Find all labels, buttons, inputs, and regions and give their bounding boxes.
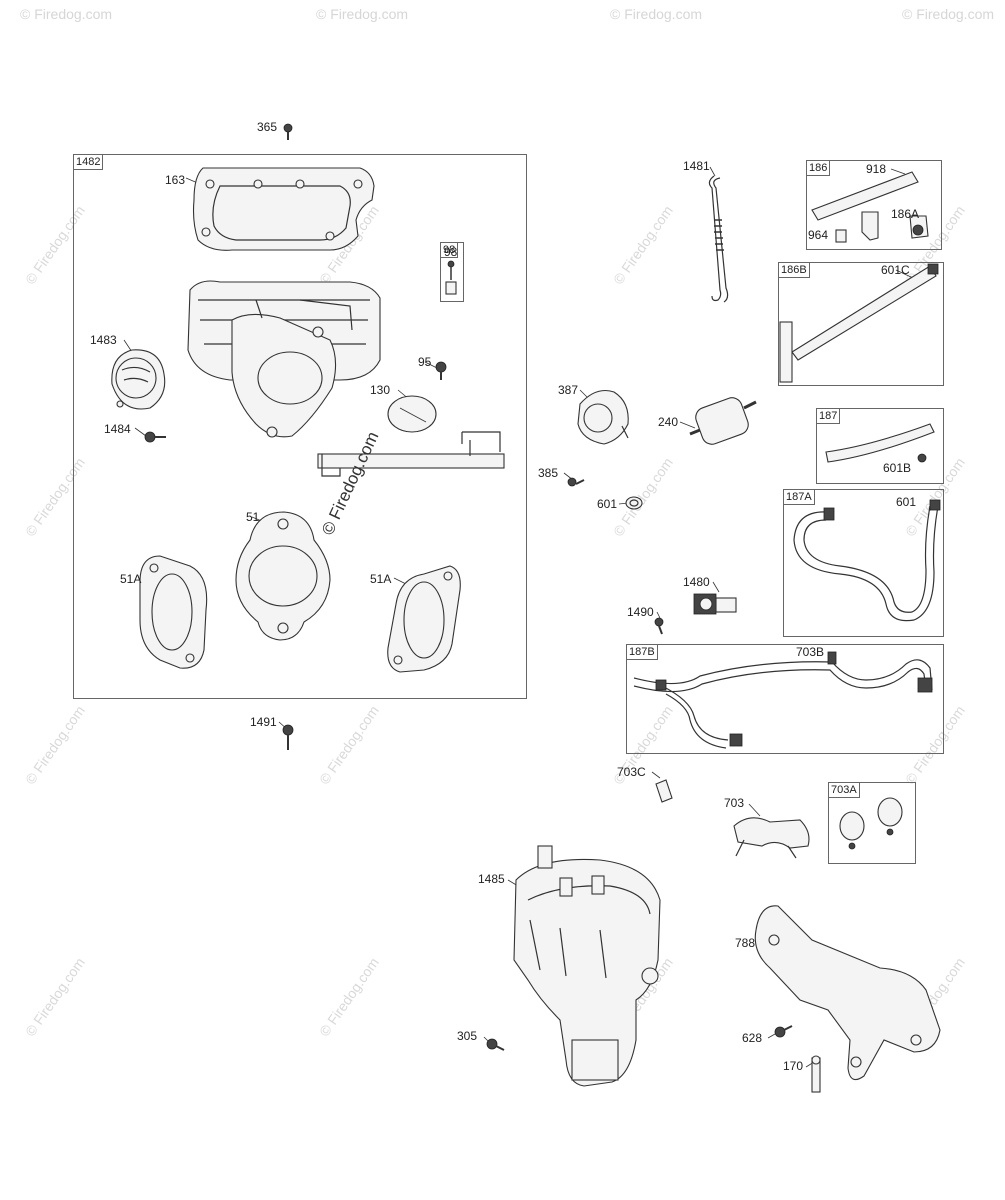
callout-51: 51 — [246, 510, 260, 524]
hose-187b — [633, 651, 933, 749]
box-703a: 703A — [828, 782, 916, 864]
gasket-51a-right — [387, 565, 461, 673]
fitting-186a — [861, 211, 929, 241]
box-label-187: 187 — [816, 408, 841, 424]
fuel-pump-387 — [577, 389, 629, 445]
screw-95 — [435, 361, 447, 380]
callout-305: 305 — [457, 1029, 478, 1043]
screw-628 — [774, 1025, 793, 1038]
watermark: © Firedog.com — [20, 6, 113, 22]
fuel-filter-240 — [689, 397, 757, 445]
hose-918 — [811, 171, 919, 221]
callout-51a-right: 51A — [370, 572, 392, 586]
box-186b: 186B — [778, 262, 944, 386]
gasket-51a-left — [139, 555, 208, 669]
callout-1480: 1480 — [683, 575, 710, 589]
callout-1483: 1483 — [90, 333, 117, 347]
callout-385: 385 — [538, 466, 559, 480]
watermark: © Firedog.com — [902, 6, 995, 22]
callout-1490: 1490 — [627, 605, 654, 619]
callout-601-hose: 601 — [896, 495, 917, 509]
callout-240: 240 — [658, 415, 679, 429]
callout-703: 703 — [724, 796, 745, 810]
box-98: 98 — [440, 242, 464, 302]
clip-964 — [835, 229, 847, 243]
box-1482: 1482 — [73, 154, 527, 699]
clamps-703a — [839, 797, 903, 850]
screw-365 — [283, 123, 293, 140]
box-label-703a: 703A — [828, 782, 860, 798]
clamp-601 — [625, 496, 643, 510]
callout-601c: 601C — [881, 263, 910, 277]
callout-387: 387 — [558, 383, 579, 397]
callout-186a: 186A — [891, 207, 920, 221]
box-label-186b: 186B — [778, 262, 810, 278]
box-186: 186 — [806, 160, 942, 250]
hose-187a — [793, 499, 941, 622]
box-187b: 187B — [626, 644, 944, 754]
callout-788: 788 — [735, 936, 756, 950]
bracket-788 — [754, 905, 941, 1081]
gasket-163 — [192, 167, 375, 251]
part-98 — [445, 260, 457, 295]
callout-51a-left: 51A — [120, 572, 142, 586]
box-label-187a: 187A — [783, 489, 815, 505]
callout-628: 628 — [742, 1031, 763, 1045]
screw-1491 — [282, 724, 294, 750]
box-label-187b: 187B — [626, 644, 658, 660]
callout-1484: 1484 — [104, 422, 131, 436]
hose-187 — [825, 423, 935, 463]
callout-601-clamp: 601 — [597, 497, 618, 511]
callout-1491: 1491 — [250, 715, 277, 729]
screw-1490 — [654, 617, 664, 635]
box-187a: 187A — [783, 489, 944, 637]
bracket-703 — [733, 817, 810, 859]
cap-1483 — [111, 349, 166, 410]
callout-1485: 1485 — [478, 872, 505, 886]
screw-305 — [486, 1038, 505, 1051]
callout-964: 964 — [808, 228, 829, 242]
callout-703b: 703B — [796, 645, 825, 659]
valve-1480 — [693, 593, 737, 615]
fuel-tank-1485 — [513, 845, 661, 1087]
hose-601c — [779, 263, 939, 383]
callout-130: 130 — [370, 383, 391, 397]
watermark: © Firedog.com — [610, 6, 703, 22]
callout-365: 365 — [257, 120, 278, 134]
callout-703c: 703C — [617, 765, 646, 779]
callout-601b: 601B — [883, 461, 912, 475]
callout-98: 98 — [444, 245, 458, 259]
box-label-186: 186 — [806, 160, 831, 176]
throttle-shaft — [317, 431, 505, 477]
carburetor-body — [187, 280, 381, 438]
disc-130 — [387, 395, 437, 433]
callout-918: 918 — [866, 162, 887, 176]
box-187: 187 — [816, 408, 944, 484]
screw-1484 — [144, 431, 166, 443]
callout-170: 170 — [783, 1059, 804, 1073]
box-label-98: 98 — [440, 242, 459, 258]
screw-385 — [567, 477, 585, 487]
gasket-51 — [235, 511, 331, 641]
callout-163: 163 — [165, 173, 186, 187]
callout-95: 95 — [418, 355, 432, 369]
stud-170 — [811, 1055, 821, 1093]
box-label-1482: 1482 — [73, 154, 104, 170]
watermark: © Firedog.com — [316, 6, 409, 22]
clip-703c — [655, 779, 673, 803]
callout-1481: 1481 — [683, 159, 710, 173]
link-1481 — [708, 175, 729, 303]
